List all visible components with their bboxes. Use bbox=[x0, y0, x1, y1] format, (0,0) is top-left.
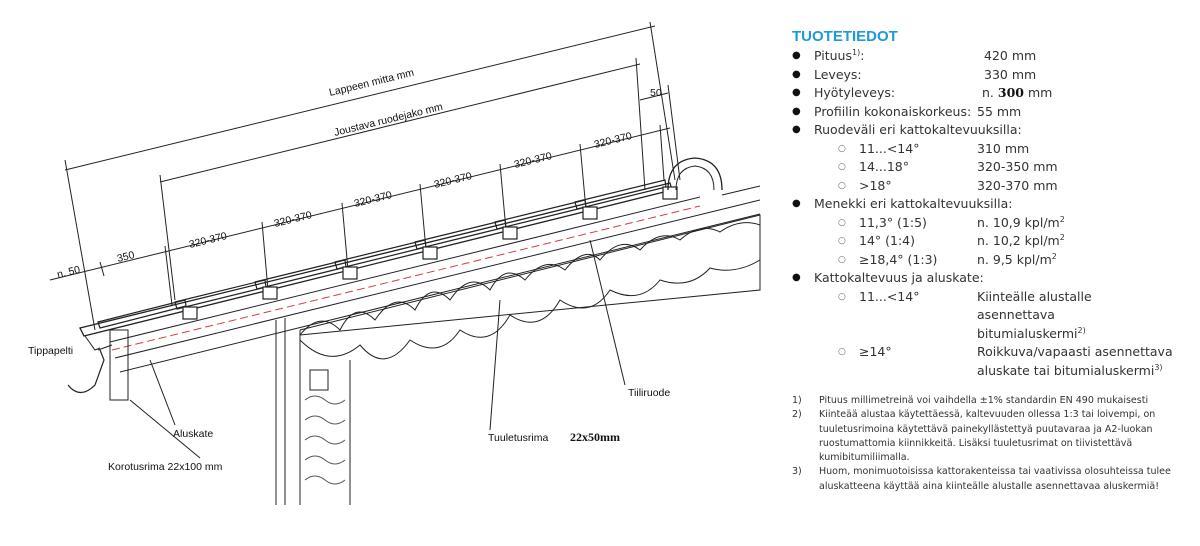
spec-row: ●Hyötyleveys:n. 300 mm bbox=[792, 84, 1192, 103]
sub-row: ○>18°320-370 mm bbox=[792, 177, 1192, 196]
sub-value-line: Roikkuva/vapaasti asennettava bbox=[977, 344, 1173, 359]
label-joustava-ruodejako: Joustava ruodejako mm bbox=[333, 101, 444, 139]
sub-value: 320-370 mm bbox=[977, 177, 1058, 193]
label-tippapelti: Tippapelti bbox=[28, 345, 73, 357]
footnote-ref: 2) bbox=[1077, 325, 1086, 335]
label-spacing: 320-370 bbox=[593, 130, 633, 151]
label-350: 350 bbox=[116, 249, 136, 265]
spec-label: Leveys: bbox=[814, 66, 862, 82]
sub-value-line: aluskate tai bitumialuskermi bbox=[977, 362, 1155, 378]
label-tuuletusrima: Tuuletusrima bbox=[488, 432, 548, 444]
sub-label: 11...<14° bbox=[859, 140, 920, 156]
spec-row: ●Menekki eri kattokaltevuuksilla: bbox=[792, 195, 1192, 214]
unit-sup: 2 bbox=[1051, 251, 1057, 261]
spec-label: Hyötyleveys: bbox=[814, 85, 896, 100]
spec-value: 420 mm bbox=[984, 48, 1037, 63]
sub-row: ○14...18°320-350 mm bbox=[792, 158, 1192, 177]
label-spacing: 320-370 bbox=[353, 189, 393, 210]
sub-row: ○≥18,4° (1:3)n. 9,5 kpl/m2 bbox=[792, 251, 1192, 270]
sub-value: 320-350 mm bbox=[977, 159, 1058, 174]
footnote-text: Huom, monimuotoisissa kattorakenteissa t… bbox=[819, 466, 1171, 492]
footnote-text: Pituus millimetreinä voi vaihdella ±1% s… bbox=[819, 395, 1149, 406]
sub-label: 14...18° bbox=[859, 159, 909, 174]
sub-row: bitumialuskermi2) bbox=[792, 325, 1192, 344]
sub-value-line: Kiinteälle alustalle bbox=[977, 288, 1092, 304]
sub-value: n. 9,5 kpl/m2 bbox=[977, 251, 1057, 270]
footnote-number: 2) bbox=[792, 409, 802, 421]
dimension-line-spacing bbox=[49, 127, 671, 281]
panel-title: TUOTETIEDOT bbox=[792, 28, 898, 45]
value-prefix: n. bbox=[982, 85, 994, 100]
sub-row: ○≥14°Roikkuva/vapaasti asennettava bbox=[792, 343, 1192, 362]
footnote-ref: 3) bbox=[1154, 362, 1163, 372]
value-unit: mm bbox=[1027, 85, 1053, 100]
sub-label: ≥14° bbox=[859, 344, 892, 359]
footnote-ref: 1) bbox=[852, 47, 861, 57]
unit-sup: 2 bbox=[1059, 214, 1065, 224]
footnote: 2) Kiinteää alustaa käytettäessä, kaltevu… bbox=[792, 408, 1192, 465]
sub-value-line: bitumialuskermi bbox=[977, 325, 1078, 341]
label-lappeen-mitta: Lappeen mitta mm bbox=[328, 67, 416, 99]
sub-label: >18° bbox=[859, 177, 892, 193]
label-50: 50 bbox=[650, 87, 662, 99]
value-text: n. 10,2 kpl/m bbox=[977, 233, 1060, 248]
dimension-line-joustava bbox=[159, 63, 641, 183]
sub-row: ○11...<14°Kiinteälle alustalle bbox=[792, 288, 1192, 307]
sub-value: n. 10,9 kpl/m2 bbox=[977, 214, 1065, 233]
roof-section-diagram: Lappeen mitta mm Joustava ruodejako mm 5… bbox=[28, 21, 761, 505]
sub-label: 14° (1:4) bbox=[859, 233, 915, 248]
spec-value: n. 300 mm bbox=[982, 84, 1052, 103]
product-info-panel: TUOTETIEDOT ●Pituus1):420 mm ●Leveys:330… bbox=[792, 28, 1192, 380]
sub-row: asennettava bbox=[792, 306, 1192, 325]
label-spacing: 320-370 bbox=[188, 230, 228, 251]
spec-row: ●Pituus1):420 mm bbox=[792, 47, 1192, 66]
dimension-line-lappeen-mitta bbox=[64, 25, 656, 171]
underlay-line bbox=[111, 205, 701, 351]
sub-row: ○14° (1:4)n. 10,2 kpl/m2 bbox=[792, 232, 1192, 251]
label-aluskate: Aluskate bbox=[173, 428, 213, 440]
spec-row: ●Leveys:330 mm bbox=[792, 66, 1192, 85]
footnote-text: Kiinteää alustaa käytettäessä, kaltevuud… bbox=[819, 409, 1156, 464]
spec-colon: : bbox=[860, 48, 865, 63]
footnote-number: 1) bbox=[792, 395, 802, 406]
spec-row: ●Ruodeväli eri kattokaltevuuksilla: bbox=[792, 121, 1192, 140]
sub-row: ○11...<14°310 mm bbox=[792, 140, 1192, 159]
value-bold: 300 bbox=[997, 85, 1024, 100]
label-spacing: 320-370 bbox=[273, 209, 313, 230]
footnotes: 1) Pituus millimetreinä voi vaihdella ±1%… bbox=[792, 394, 1192, 494]
spec-value: 330 mm bbox=[984, 66, 1037, 82]
sub-row: aluskate tai bitumialuskermi3) bbox=[792, 362, 1192, 381]
footnote: 3) Huom, monimuotoisissa kattorakenteissa… bbox=[792, 465, 1192, 494]
label-korotusrima: Korotusrima 22x100 mm bbox=[108, 461, 223, 473]
label-spacing: 320-370 bbox=[513, 150, 553, 171]
sub-label: ≥18,4° (1:3) bbox=[859, 251, 938, 267]
label-n50: n. 50 bbox=[56, 264, 82, 281]
value-text: n. 10,9 kpl/m bbox=[977, 214, 1060, 230]
sub-label: 11,3° (1:5) bbox=[859, 214, 927, 230]
sub-value-line: asennettava bbox=[977, 307, 1055, 322]
sub-row: ○11,3° (1:5)n. 10,9 kpl/m2 bbox=[792, 214, 1192, 233]
label-spacing: 320-370 bbox=[433, 170, 473, 191]
spec-label: Kattokaltevuus ja aluskate: bbox=[814, 270, 984, 285]
footnote-number: 3) bbox=[792, 466, 802, 478]
spec-row: ●Profiilin kokonaiskorkeus:55 mm bbox=[792, 103, 1192, 122]
gutter bbox=[67, 349, 105, 394]
value-text: n. 9,5 kpl/m bbox=[977, 251, 1052, 267]
spec-value: 55 mm bbox=[977, 103, 1022, 119]
spec-label: Pituus bbox=[814, 48, 852, 63]
spec-row: ●Kattokaltevuus ja aluskate: bbox=[792, 269, 1192, 288]
spec-label: Ruodeväli eri kattokaltevuuksilla: bbox=[814, 122, 1022, 137]
unit-sup: 2 bbox=[1059, 232, 1065, 242]
footnote: 1) Pituus millimetreinä voi vaihdella ±1%… bbox=[792, 394, 1192, 408]
sub-label: 11...<14° bbox=[859, 288, 920, 304]
label-tiiliruode: Tiiliruode bbox=[628, 387, 670, 399]
label-tuuletusrima-size: 22x50mm bbox=[570, 430, 620, 444]
spec-label: Menekki eri kattokaltevuuksilla: bbox=[814, 196, 1013, 211]
sub-value: n. 10,2 kpl/m2 bbox=[977, 232, 1065, 251]
spec-label: Profiilin kokonaiskorkeus: bbox=[814, 103, 972, 119]
sub-value: 310 mm bbox=[977, 140, 1030, 156]
